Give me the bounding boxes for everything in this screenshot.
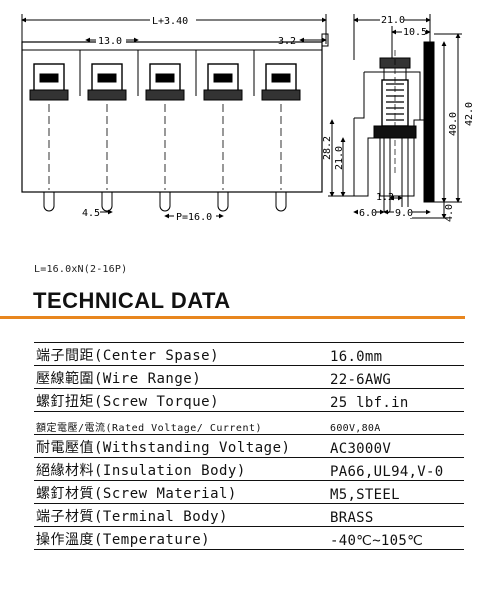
spec-value: BRASS [328,503,464,527]
length-formula: L=16.0xN(2-16P) [34,264,128,275]
table-row: 螺釘材質(Screw Material) M5,STEEL [34,480,464,504]
front-view [21,14,329,219]
dim-height-inner: 21.0 [334,146,345,170]
section-title: TECHNICAL DATA [33,288,231,313]
front-view-labels: L+3.40 13.0 3.2 4.5 P=16.0 [82,14,296,223]
section-divider [0,316,465,319]
spec-value: M5,STEEL [328,480,464,504]
table-row: 絕緣材料(Insulation Body) PA66,UL94,V-0 [34,457,464,481]
dim-pin-offset: 4.5 [82,208,100,219]
terminal-cell [145,63,185,101]
dim-pin-gap: 1.2 [376,192,394,203]
spec-label: 絕緣材料(Insulation Body) [34,457,328,481]
terminal-cell [87,63,127,101]
spec-label: 耐電壓值(Withstanding Voltage) [34,434,328,458]
terminal-cell [203,63,243,101]
spec-value: AC3000V [328,434,464,458]
terminal-cell [29,63,69,101]
spec-value: PA66,UL94,V-0 [328,457,464,481]
spec-value: 25 lbf.in [328,388,464,412]
table-row: 操作溫度(Temperature) -40℃~105℃ [34,526,464,550]
dim-width-upper: 10.5 [403,27,427,38]
spec-label: 額定電壓/電流(Rated Voltage/ Current) [34,411,328,435]
spec-value: 600V,80A [328,411,464,435]
dim-width: 21.0 [381,15,405,26]
dim-pitch-bottom: P=16.0 [176,212,212,223]
technical-drawing: L+3.40 13.0 3.2 4.5 P=16.0 [0,0,487,240]
table-row: 壓線範圍(Wire Range) 22-6AWG [34,365,464,389]
table-row: 螺釘扭矩(Screw Torque) 25 lbf.in [34,388,464,412]
dim-pin-base-right: 9.0 [395,208,413,219]
spec-label: 端子材質(Terminal Body) [34,503,328,527]
side-view-labels: 21.0 10.5 42.0 40.0 28.2 21.0 1.2 6.0 9.… [322,14,475,222]
table-row: 端子材質(Terminal Body) BRASS [34,503,464,527]
spec-label: 螺釘材質(Screw Material) [34,480,328,504]
table-row: 額定電壓/電流(Rated Voltage/ Current) 600V,80A [34,411,464,435]
spec-value: 16.0mm [328,342,464,366]
spec-value: 22-6AWG [328,365,464,389]
side-view [328,14,462,219]
spec-label: 壓線範圍(Wire Range) [34,365,328,389]
dim-height-total: 42.0 [464,102,475,126]
spec-label: 端子間距(Center Spase) [34,342,328,366]
dim-height-body: 40.0 [448,112,459,136]
dim-height-mid: 28.2 [322,136,333,160]
spec-value: -40℃~105℃ [328,526,464,550]
spec-label: 螺釘扭矩(Screw Torque) [34,388,328,412]
dim-pitch-top: 13.0 [98,36,122,47]
table-row: 耐電壓值(Withstanding Voltage) AC3000V [34,434,464,458]
dim-overall-length: L+3.40 [152,16,188,27]
terminal-cell [261,63,301,101]
dim-pin-length: 4.0 [444,204,455,222]
table-row: 端子間距(Center Spase) 16.0mm [34,342,464,366]
dim-pin-base-left: 6.0 [359,208,377,219]
spec-label: 操作溫度(Temperature) [34,526,328,550]
spec-table: 端子間距(Center Spase) 16.0mm 壓線範圍(Wire Rang… [34,342,464,550]
dim-end-offset: 3.2 [278,36,296,47]
